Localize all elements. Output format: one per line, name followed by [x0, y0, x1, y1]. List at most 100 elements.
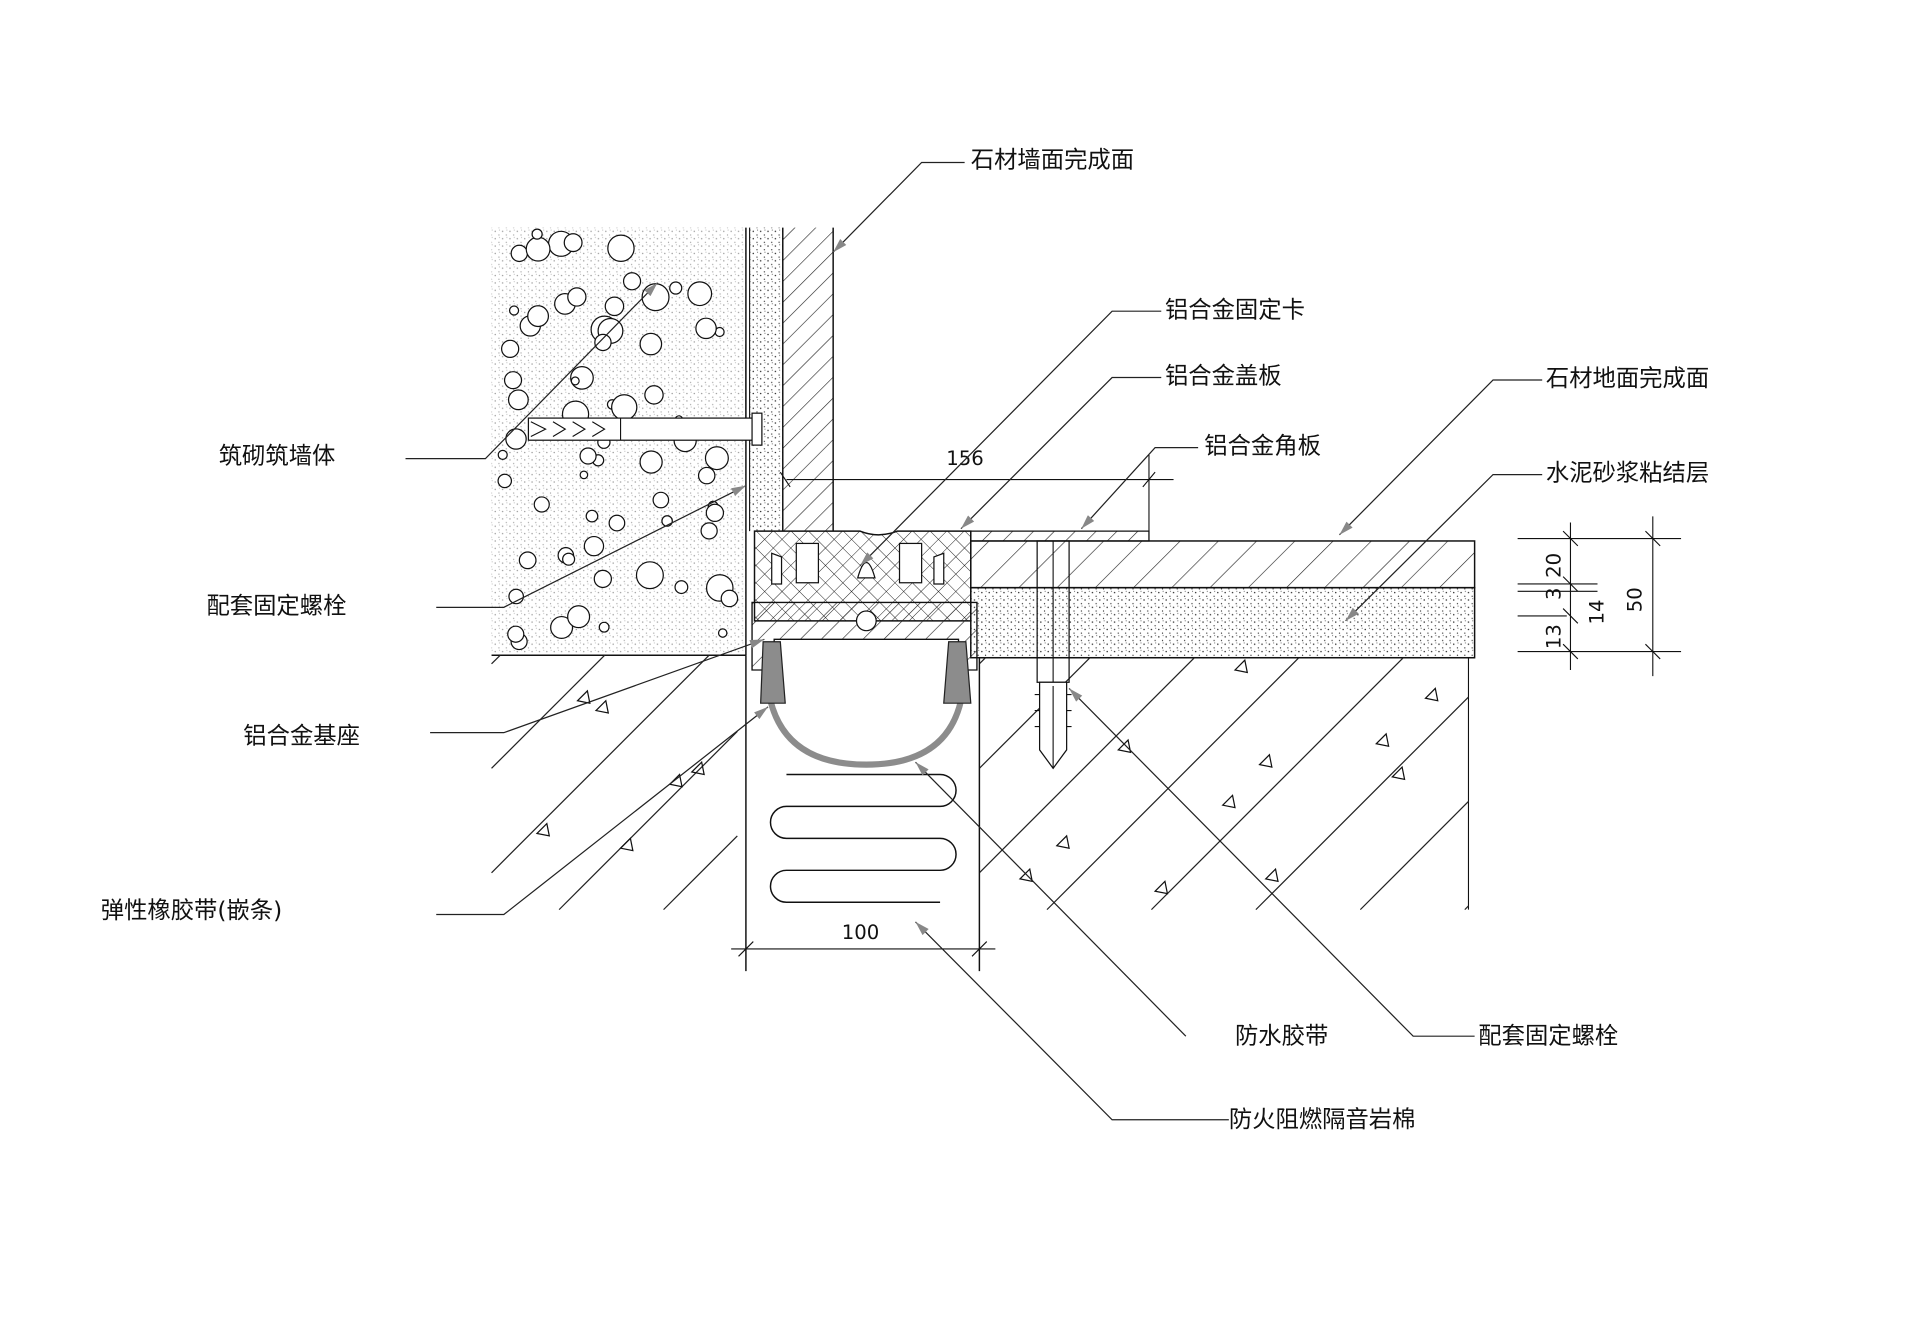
label-stone-wall-finish: 石材墙面完成面 — [971, 145, 1134, 173]
aggregate-triangle — [594, 699, 610, 714]
concrete-hatch-line — [663, 835, 738, 911]
dim-50: 50 — [1624, 587, 1647, 612]
concrete-hatch-line — [1359, 801, 1469, 911]
aggregate-circle — [704, 446, 729, 471]
label-masonry-wall: 筑砌筑墙体 — [219, 442, 336, 470]
aggregate-circle — [550, 615, 574, 640]
aggregate-triangle — [1233, 658, 1249, 674]
aggregate-circle — [687, 281, 713, 307]
aggregate-circle — [604, 296, 625, 317]
aggregate-triangle — [576, 689, 591, 704]
aggregate-circle — [533, 496, 550, 513]
dimension-156: 156 — [779, 447, 1174, 541]
aggregate-circle — [518, 551, 537, 570]
concrete-hatch-line — [558, 731, 738, 911]
wall-anchor-bolt — [527, 344, 763, 446]
aggregate-circle — [695, 317, 717, 340]
aggregate-triangle — [1018, 867, 1034, 883]
wall-plaster-layer — [749, 227, 783, 532]
label-bolt-right: 配套固定螺栓 — [1478, 1022, 1618, 1050]
aggregate-circle — [622, 272, 642, 291]
aggregate-circle — [635, 561, 664, 590]
label-waterproof-tape: 防水胶带 — [1235, 1022, 1328, 1050]
aluminium-base — [751, 601, 978, 671]
joint-gap — [745, 655, 981, 972]
label-alu-base: 铝合金基座 — [243, 722, 360, 750]
aggregate-circle — [639, 450, 663, 474]
aggregate-triangle — [1424, 687, 1439, 702]
label-alu-clip: 铝合金固定卡 — [1165, 295, 1305, 323]
floor-thickness-dimensions: 20 3 14 13 50 — [1517, 516, 1682, 677]
concrete-hatch-line — [1464, 905, 1469, 911]
label-bolt-left: 配套固定螺栓 — [206, 591, 346, 619]
aggregate-circle — [505, 428, 527, 450]
dim-13: 13 — [1543, 624, 1566, 649]
dimension-100-text: 100 — [842, 921, 880, 944]
aggregate-circle — [705, 503, 725, 523]
floor-anchor-bolt — [1034, 540, 1072, 770]
aggregate-circle — [507, 625, 525, 643]
aggregate-circle — [508, 305, 520, 316]
aluminium-joint-profile — [751, 530, 1150, 768]
aggregate-circle — [639, 332, 663, 356]
aggregate-triangle — [1375, 732, 1390, 747]
aggregate-circle — [562, 552, 576, 566]
concrete-hatch-line — [1046, 657, 1300, 911]
aggregate-circle — [531, 228, 543, 240]
concrete-hatch-line — [491, 654, 710, 874]
aggregate-circle — [717, 628, 728, 638]
concrete-hatch-line — [1255, 696, 1469, 911]
aggregate-circle — [508, 588, 525, 605]
aggregate-triangle — [1117, 738, 1132, 754]
aggregate-circle — [641, 283, 670, 312]
concrete-slab — [491, 654, 1475, 911]
aggregate-triangle — [690, 760, 705, 776]
aggregate-circle — [497, 449, 508, 460]
aggregate-circle — [503, 371, 523, 390]
label-rubber-strip: 弹性橡胶带(嵌条) — [101, 896, 283, 924]
label-alu-angle: 铝合金角板 — [1204, 432, 1321, 460]
aggregate-triangle — [1153, 880, 1169, 895]
aggregate-triangle — [1391, 765, 1406, 781]
aggregate-circle — [598, 621, 610, 633]
aggregate-circle — [585, 509, 599, 523]
rubber-strip-right — [943, 641, 972, 704]
aggregate-circle — [579, 447, 597, 465]
label-rock-wool: 防火阻燃隔音岩棉 — [1229, 1105, 1416, 1133]
dimension-100: 100 — [731, 921, 996, 957]
mortar-bonding-layer — [970, 586, 1476, 659]
rubber-strip-left — [760, 641, 786, 704]
aggregate-circle — [720, 589, 739, 608]
aggregate-circle — [525, 236, 551, 262]
label-alu-cover: 铝合金盖板 — [1165, 362, 1282, 390]
aggregate-circle — [579, 470, 589, 480]
concrete-hatch-line — [491, 654, 501, 665]
aggregate-triangle — [1258, 753, 1273, 768]
stone-wall-finish — [782, 227, 834, 532]
aggregate-circle — [527, 305, 550, 328]
aggregate-triangle — [619, 837, 634, 852]
rock-wool-fill — [769, 773, 957, 903]
aggregate-circle — [674, 580, 689, 595]
concrete-hatch-line — [978, 657, 986, 665]
aggregate-circle — [700, 522, 718, 540]
dim-14: 14 — [1586, 600, 1609, 625]
aggregate-circle — [652, 491, 670, 509]
aggregate-circle — [608, 514, 626, 532]
label-mortar-layer: 水泥砂浆粘结层 — [1546, 459, 1709, 487]
masonry-aggregate-circles — [497, 228, 739, 651]
aggregate-triangle — [1221, 794, 1236, 809]
concrete-hatch-line — [1150, 657, 1404, 911]
aggregate-triangle — [535, 822, 551, 837]
masonry-wall — [491, 227, 747, 656]
aluminium-angle-plate — [970, 530, 1150, 542]
aggregate-circle — [593, 569, 613, 589]
annotation-labels: 石材墙面完成面 铝合金固定卡 铝合金盖板 铝合金角板 石材地面完成面 水泥砂浆粘… — [101, 145, 1709, 1133]
dim-20: 20 — [1543, 553, 1566, 578]
concrete-hatch-line — [978, 657, 1195, 874]
leader-lines — [405, 161, 1543, 1121]
aggregate-circle — [500, 339, 520, 359]
dimension-156-text: 156 — [946, 447, 984, 470]
aggregate-circle — [583, 535, 605, 557]
